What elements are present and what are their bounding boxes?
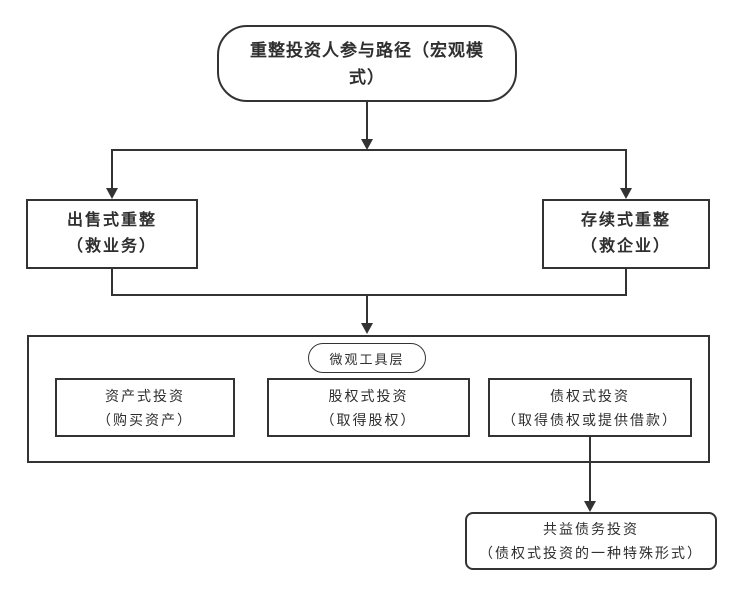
node-survival-restructuring: 存续式重整 （救企业） — [542, 199, 710, 269]
node-asset-investment-line2: （购买资产） — [97, 411, 193, 428]
arrowhead-root-down-icon — [361, 139, 373, 150]
node-common-benefit-debt-line2: （债权式投资的一种特殊形式） — [479, 545, 703, 561]
node-debt-investment: 债权式投资 （取得债权或提供借款） — [488, 378, 692, 437]
connector-merge-right — [625, 269, 627, 296]
node-sale-restructuring-line2: （救业务） — [66, 238, 157, 255]
connector-split-right — [625, 149, 627, 189]
node-equity-investment: 股权式投资 （取得股权） — [267, 378, 470, 437]
connector-split-left — [111, 149, 113, 189]
node-equity-investment-line2: （取得股权） — [320, 411, 417, 428]
connector-merge-down — [366, 294, 368, 324]
node-sale-restructuring-line1: 出售式重整 — [66, 212, 157, 229]
node-equity-investment-line1: 股权式投资 — [328, 387, 409, 404]
connector-split-horizontal — [111, 149, 627, 151]
arrowhead-split-left-icon — [106, 188, 118, 199]
node-macro-mode-path-line2: 式） — [349, 67, 385, 87]
connector-root-down — [366, 102, 368, 140]
connector-merge-left — [111, 269, 113, 296]
label-micro-tools-text: 微观工具层 — [329, 351, 405, 367]
node-common-benefit-debt-line1: 共益债务投资 — [543, 521, 639, 537]
node-common-benefit-debt: 共益债务投资 （债权式投资的一种特殊形式） — [465, 512, 717, 570]
arrowhead-debt-down-icon — [584, 501, 596, 512]
node-macro-mode-path-line1: 重整投资人参与路径（宏观模 — [250, 40, 484, 60]
node-sale-restructuring: 出售式重整 （救业务） — [26, 199, 198, 269]
arrowhead-split-right-icon — [620, 188, 632, 199]
connector-debt-down — [589, 437, 591, 501]
label-micro-tools: 微观工具层 — [308, 343, 426, 373]
node-asset-investment: 资产式投资 （购买资产） — [55, 378, 235, 437]
group-micro-tools — [27, 335, 710, 463]
node-survival-restructuring-line2: （救企业） — [580, 238, 671, 255]
connector-merge-horizontal — [111, 294, 627, 296]
node-debt-investment-line1: 债权式投资 — [550, 387, 630, 404]
node-survival-restructuring-line1: 存续式重整 — [580, 212, 671, 229]
node-asset-investment-line1: 资产式投资 — [105, 387, 185, 404]
node-macro-mode-path: 重整投资人参与路径（宏观模 式） — [217, 25, 517, 102]
arrowhead-merge-down-icon — [361, 323, 373, 334]
node-debt-investment-line2: （取得债权或提供借款） — [502, 411, 678, 428]
